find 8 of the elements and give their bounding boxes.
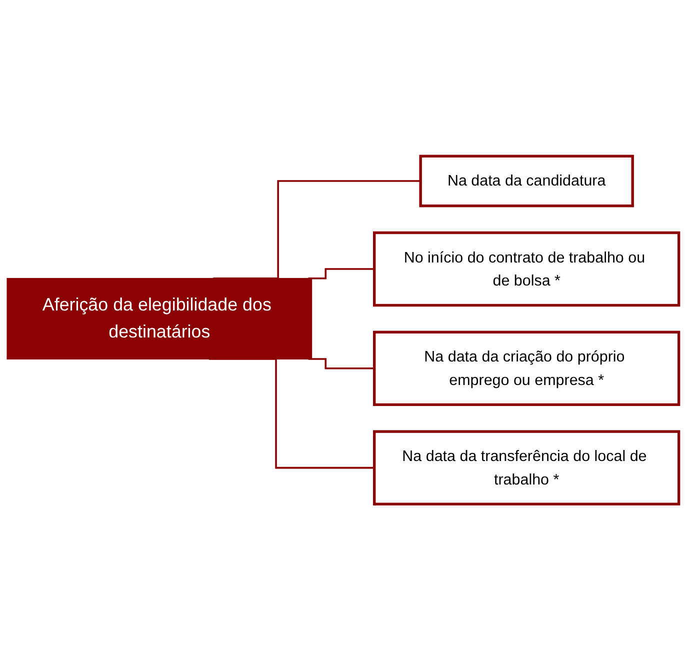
connector bbox=[213, 180, 421, 280]
node-box: Na data da candidatura bbox=[419, 155, 634, 208]
connector bbox=[308, 358, 374, 370]
node-box: Na data da criação do próprio emprego ou empresa * bbox=[373, 331, 680, 406]
connector bbox=[308, 268, 374, 280]
node-box: Na data da transferência do local de trabalho * bbox=[373, 430, 680, 506]
node-box: Aferição da elegibilidade dos destinatários bbox=[6, 278, 312, 360]
node-box: No início do contrato de trabalho ou de bolsa * bbox=[373, 232, 680, 307]
